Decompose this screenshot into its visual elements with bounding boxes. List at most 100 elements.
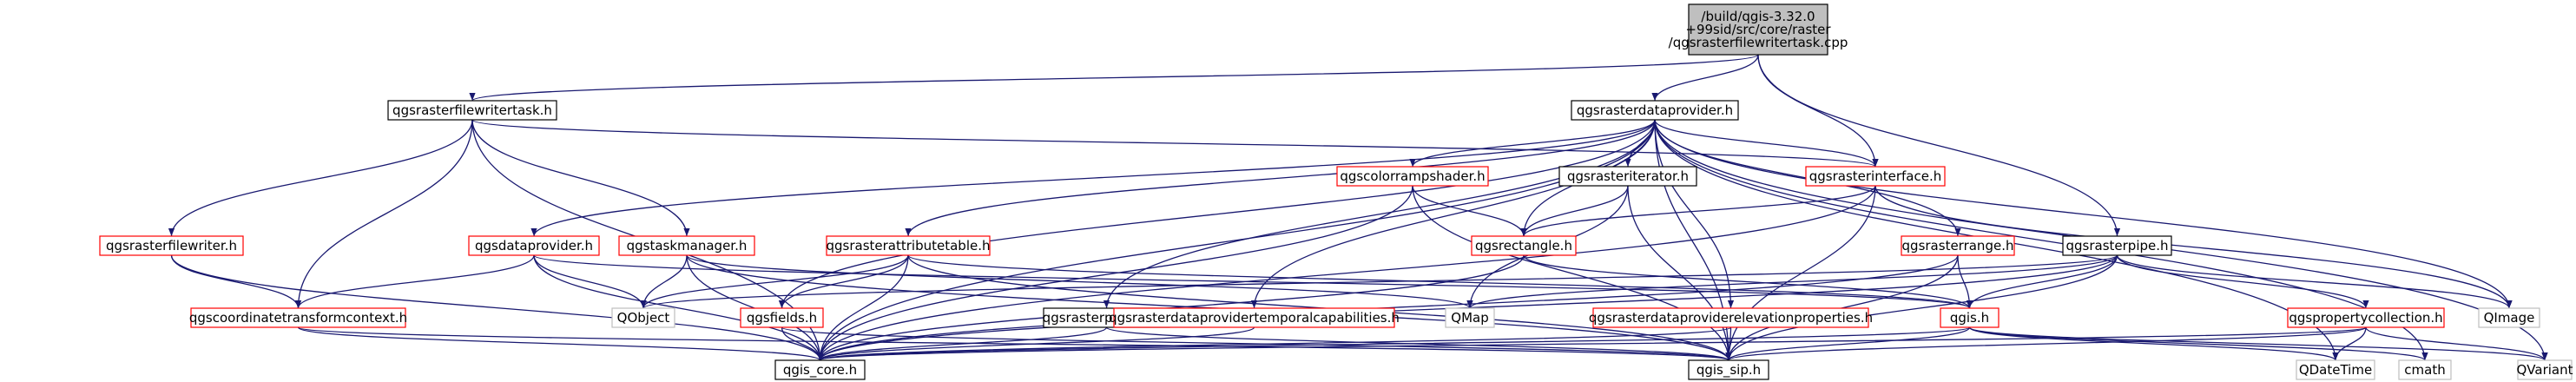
edge-qgsrasterdataprovider_h-to-qgsrasterattributetable_h [905,119,1656,237]
node-box [387,100,557,121]
node-label: qgstaskmanager.h [627,238,748,254]
node-label: qgsrasterinterface.h [1809,168,1941,184]
node-box [1940,307,2000,328]
node-label: qgspropertycollection.h [2289,310,2442,326]
node-qgis-h[interactable]: qgis.h [1940,307,2000,328]
node-qgis-core-h[interactable]: qgis_core.h [774,359,866,380]
node-box [1113,307,1395,328]
node-qgsrasteriterator-h[interactable]: qgsrasteriterator.h [1558,166,1697,187]
node-box [1592,307,1869,328]
node-label: qgsrasterdataprovidertemporalcapabilitie… [1109,310,1400,326]
edge-qgsrasterinterface_h-to-qgsrectangle_h [1520,185,1876,237]
edge-qgsrasterdataprovider_h-to-qgis_core_h [816,119,1656,361]
edge-qgsrasterrange_h-to-qgis_h [1957,254,1973,309]
node-qgstaskmanager-h[interactable]: qgstaskmanager.h [618,235,755,256]
node-label: qgsrectangle.h [1475,238,1572,254]
edge-root-to-qgsrasterinterface_h [1757,54,1879,168]
node-qgsrasterrange-h[interactable]: qgsrasterrange.h [1901,235,2015,256]
edge-qgsrasterfilewriter_h-to-qgscoordinatetransformcontext_h [170,254,302,309]
node-box [611,307,675,328]
node-box [1445,307,1495,328]
edge-qgsrasterdataprovider_h-to-qgsrasterinterface_h [1654,119,1879,168]
node-qgsrasterdataprovider-h[interactable]: qgsrasterdataprovider.h [1571,100,1739,121]
node-qobject: QObject [611,307,675,328]
node-qgscolorrampshader-h[interactable]: qgscolorrampshader.h [1336,166,1489,187]
edge-qgsrasterpipe_h-to-qgspropertycollection_h [2116,254,2369,309]
node-label: qgis_core.h [783,362,857,379]
node-qgsrasterinterface-h[interactable]: qgsrasterinterface.h [1805,166,1946,187]
node-qgspropertycollection-h[interactable]: qgspropertycollection.h [2287,307,2445,328]
edge-qgsrasterinterface_h-to-qimage [1874,185,2513,309]
edge-qgscolorrampshader_h-to-qgsrectangle_h [1412,185,1527,237]
node-label: qgsrasterrange.h [1902,238,2014,254]
edge-root-to-qgsrasterpipe_h [1757,54,2121,237]
node-qgsrectangle-h[interactable]: qgsrectangle.h [1471,235,1577,256]
edge-qgsrasterfilewritertask_h-to-qgsrasterfilewriter_h [168,119,473,237]
node-qgis-sip-h[interactable]: qgis_sip.h [1688,359,1769,380]
node-label: /build/qgis-3.32.0 [1701,9,1815,24]
node-box [826,235,991,256]
node-box [1805,166,1946,187]
edge-qgsrasterfilewritertask_h-to-qgstaskmanager_h [471,119,690,237]
edge-qgis_h-to-cmath [1968,326,2428,361]
node-box [468,235,600,256]
edge-qgscoordinatetransformcontext_h-to-qgis_sip_h [297,326,1731,361]
node-qgsrasterpipe-h[interactable]: qgsrasterpipe.h [2062,235,2172,256]
node-root: /build/qgis-3.32.0+99sid/src/core/raster… [1669,3,1848,56]
node-label: QImage [2484,310,2535,326]
edge-root-to-qgsrasterdataprovider_h [1651,54,1759,102]
node-qgscoordinatetransformcontext-h[interactable]: qgscoordinatetransformcontext.h [189,307,407,328]
node-box [99,235,244,256]
edge-qgsrasterattributetable_h-to-qgis_core_h [816,254,909,361]
edge-qgsrasterdataprovider_h-to-qgsdataprovider_h [530,119,1656,237]
node-qgsrasterdataproviderelevationproperties-h[interactable]: qgsrasterdataproviderelevationproperties… [1589,307,1873,328]
node-qmap: QMap [1445,307,1495,328]
edge-qgspropertycollection_h-to-qgis_core_h [817,326,2367,361]
node-label: QVariant [2516,362,2573,378]
node-label: qgsfields.h [747,310,817,326]
node-label: qgis.h [1950,310,1989,326]
node-label: +99sid/src/core/raster [1685,22,1831,37]
edge-qgstaskmanager_h-to-qmap [686,254,1473,309]
edge-qgscolorrampshader_h-to-qgis_sip_h [1412,185,1732,361]
edge-qgspropertycollection_h-to-qgis_sip_h [1725,326,2367,361]
edge-qgis_h-to-qvariant [1968,326,2548,361]
node-qgsrasterfilewriter-h[interactable]: qgsrasterfilewriter.h [99,235,244,256]
edge-qgsrasterpipe_h-to-qobject [640,254,2118,309]
edge-qgsrasterpipe_h-to-qmap [1466,254,2118,309]
node-qgsrasterfilewritertask-h[interactable]: qgsrasterfilewritertask.h [387,100,557,121]
node-box [2287,307,2445,328]
edge-qgsrasterfilewritertask_h-to-qgscoordinatetransformcontext_h [294,119,473,309]
node-box [1688,359,1769,380]
node-qgsdataprovider-h[interactable]: qgsdataprovider.h [468,235,600,256]
edge-qgsrasterdataprovidertemporalcapabilities_h-to-qgis_core_h [817,326,1255,361]
edge-qgis_h-to-qdatetime [1968,326,2339,361]
node-label: qgsdataprovider.h [475,238,593,254]
edge-qgsrasterinterface_h-to-qgis_core_h [817,185,1876,361]
node-box [774,359,866,380]
node-box [1471,235,1577,256]
node-label: /qgsrasterfilewritertask.cpp [1669,35,1848,50]
node-label: qgsrasterdataprovider.h [1577,102,1733,118]
node-box [1558,166,1697,187]
edge-qgsrasterfilewritertask_h-to-qgsrasterinterface_h [471,119,1879,168]
edge-qgsrasterattributetable_h-to-qgis_h [907,254,1973,309]
node-qgsrasterdataprovidertemporalcapabilities-h[interactable]: qgsrasterdataprovidertemporalcapabilitie… [1109,307,1400,328]
edge-qgsdataprovider_h-to-qobject [533,254,647,309]
edge-qgstaskmanager_h-to-qobject [640,254,688,309]
edge-qgsrasterpipe_h-to-qgis_sip_h [1725,254,2118,361]
node-label: qgsrasterdataproviderelevationproperties… [1589,310,1873,326]
node-qgsrasterattributetable-h[interactable]: qgsrasterattributetable.h [826,235,991,256]
node-qimage: QImage [2478,307,2540,328]
node-label: cmath [2404,362,2445,378]
node-label: QObject [617,310,670,326]
node-qgsfields-h[interactable]: qgsfields.h [740,307,824,328]
node-label: qgsrasterpipe.h [2065,238,2168,254]
node-box [2398,359,2452,380]
edge-qgsdataprovider_h-to-qgis_h [533,254,1973,309]
edge-qgsrasterdataprovider_h-to-qimage [1654,119,2513,309]
node-label: qgsrasterattributetable.h [826,238,990,254]
node-box [1688,3,1828,56]
edge-qgsrasteriterator_h-to-qgsrectangle_h [1520,185,1629,237]
